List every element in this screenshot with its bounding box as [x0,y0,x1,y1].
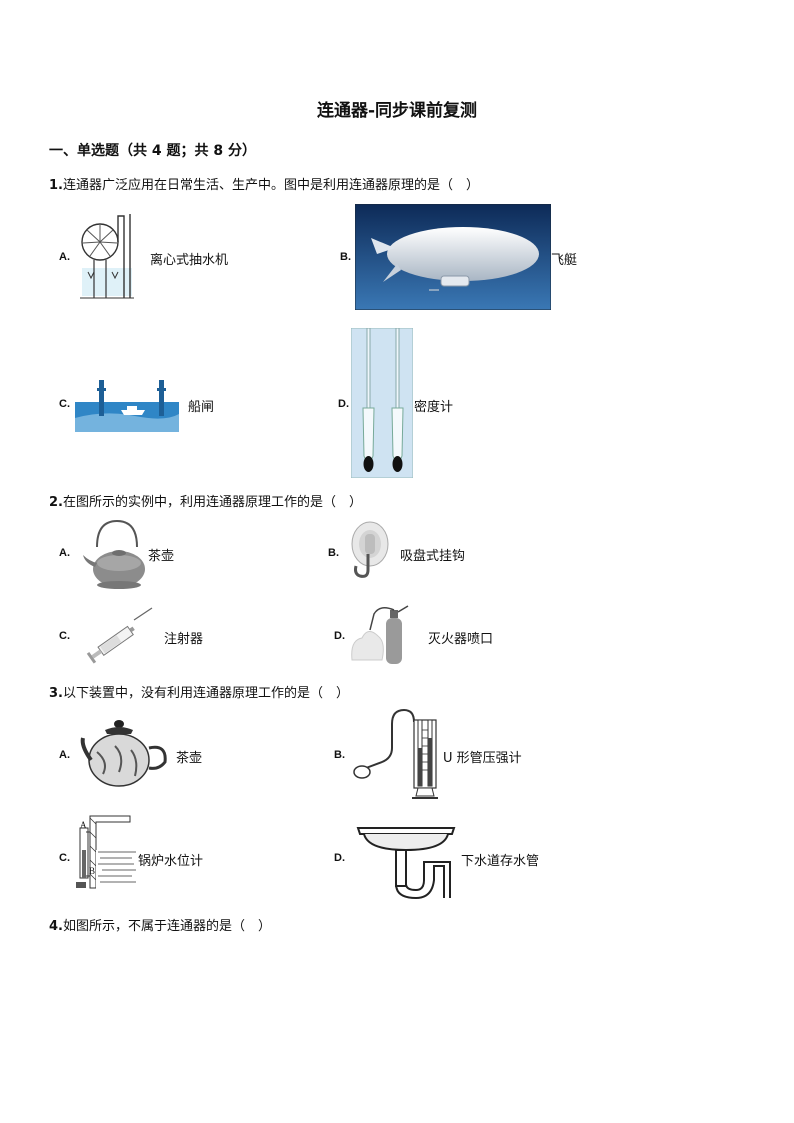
question-number: 2. [49,495,63,510]
question-text: 以下装置中，没有利用连通器原理工作的是（ ） [62,686,349,701]
porcelain-teapot-icon [79,716,169,790]
option-label: 注射器 [164,632,204,647]
option-label: 锅炉水位计 [138,854,204,869]
question-number: 3. [49,686,63,701]
question-text: 在图所示的实例中，利用连通器原理工作的是（ ） [62,495,362,510]
option-label: 吸盘式挂钩 [400,549,466,564]
option-label: 飞艇 [551,253,578,268]
boiler-label-a: A [80,820,87,830]
fire-extinguisher-icon [350,600,410,668]
option-label: 茶壶 [148,549,175,564]
hydrometer-image [351,328,413,478]
option-label: 密度计 [414,400,454,415]
suction-hook-icon [346,520,390,582]
option-label: 茶壶 [176,751,203,766]
option-letter[interactable]: A. [59,251,70,263]
option-letter[interactable]: A. [59,547,70,559]
page-title: 连通器-同步课前复测 [316,101,478,121]
option-letter[interactable]: C. [59,852,70,864]
airship-image [355,204,551,310]
question-number: 1. [49,178,63,193]
option-label: 灭火器喷口 [428,632,494,647]
option-letter[interactable]: C. [59,630,70,642]
question-text: 如图所示，不属于连通器的是（ ） [62,919,271,934]
question-3: 3.以下装置中，没有利用连通器原理工作的是（ ） [49,682,349,701]
section-heading: 一、单选题（共 4 题；共 8 分） [49,143,256,159]
question-1: 1.连通器广泛应用在日常生活、生产中。图中是利用连通器原理的是（ ） [49,174,479,193]
option-label: 下水道存水管 [461,854,540,869]
option-letter[interactable]: A. [59,749,70,761]
option-label: U 形管压强计 [443,751,522,766]
question-number: 4. [49,919,63,934]
option-letter[interactable]: D. [334,630,345,642]
option-letter[interactable]: B. [328,547,339,559]
question-4: 4.如图所示，不属于连通器的是（ ） [49,915,271,934]
centrifugal-pump-icon [78,210,136,302]
option-label: 离心式抽水机 [150,253,229,268]
option-letter[interactable]: D. [334,852,345,864]
ship-lock-icon [75,380,179,432]
option-letter[interactable]: C. [59,398,70,410]
iron-teapot-icon [81,519,151,591]
u-tube-manometer-icon [352,708,442,804]
question-2: 2.在图所示的实例中，利用连通器原理工作的是（ ） [49,491,362,510]
drain-trap-icon [356,822,456,902]
syringe-icon [84,606,156,670]
option-letter[interactable]: D. [338,398,349,410]
boiler-label-b: B [89,866,96,876]
option-letter[interactable]: B. [340,251,351,263]
option-letter[interactable]: B. [334,749,345,761]
boiler-gauge-icon [70,812,138,894]
question-text: 连通器广泛应用在日常生活、生产中。图中是利用连通器原理的是（ ） [62,178,479,193]
option-label: 船闸 [188,400,215,415]
